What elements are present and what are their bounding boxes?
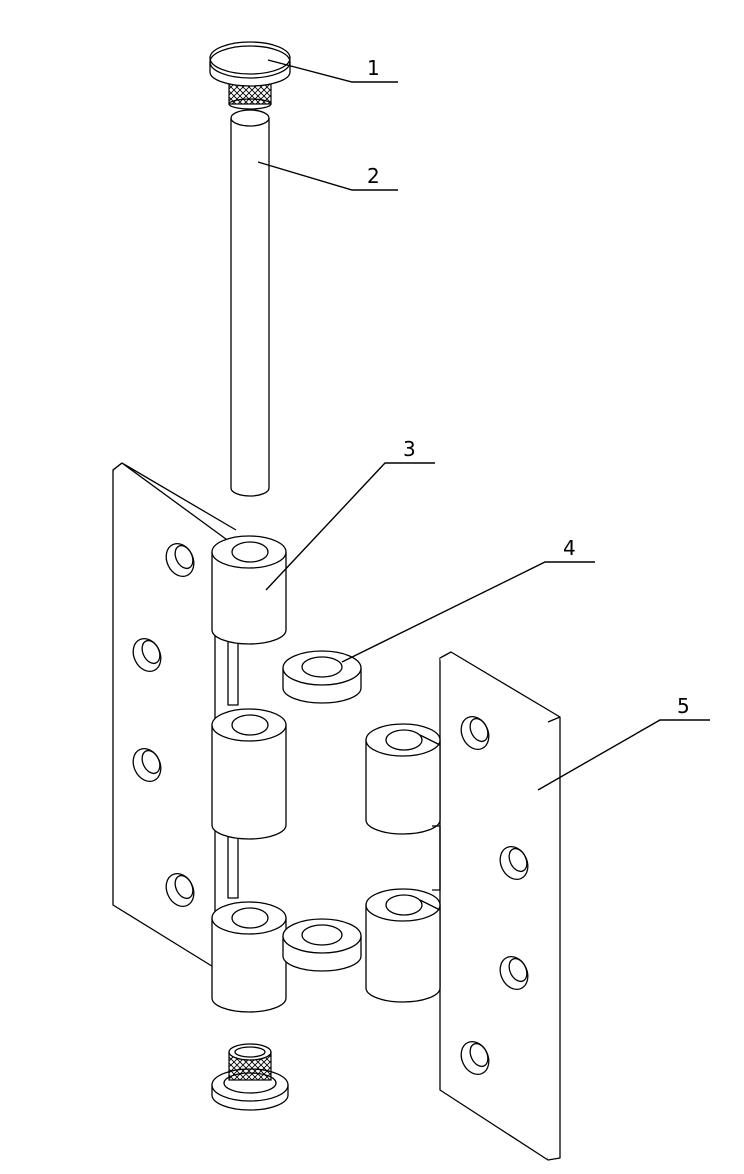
leaf-knuckle	[211, 708, 287, 840]
callout-label: 2	[367, 164, 380, 188]
leaf-screw-hole	[165, 872, 195, 908]
callout-1: 1	[267, 56, 398, 83]
leaf-knuckle	[365, 723, 441, 835]
knurled-top-cap	[209, 41, 291, 110]
washer	[282, 918, 362, 972]
right-hinge-leaf	[365, 651, 561, 1161]
leaf-screw-hole	[499, 845, 529, 881]
leaf-screw-hole	[499, 955, 529, 991]
hinge-pin	[230, 109, 270, 497]
leaf-screw-hole	[132, 747, 162, 783]
washer	[282, 650, 362, 704]
leaf-knuckle	[211, 901, 287, 1013]
callout-label: 1	[367, 56, 380, 80]
leaf-knuckle	[211, 535, 287, 645]
callout-label: 4	[563, 536, 576, 560]
leaf-screw-hole	[460, 715, 490, 751]
leaf-screw-hole	[460, 1040, 490, 1076]
leaf-screw-hole	[132, 637, 162, 673]
callout-2: 2	[257, 161, 398, 191]
left-hinge-leaf	[112, 462, 287, 1013]
knurled-bottom-cap	[211, 1043, 289, 1111]
leaf-screw-hole	[165, 542, 195, 578]
callout-4: 4	[341, 536, 595, 663]
callout-3: 3	[265, 437, 435, 591]
callout-5: 5	[537, 694, 710, 791]
callout-label: 3	[403, 437, 416, 461]
callout-label: 5	[677, 694, 690, 718]
leaf-knuckle	[365, 888, 441, 1003]
